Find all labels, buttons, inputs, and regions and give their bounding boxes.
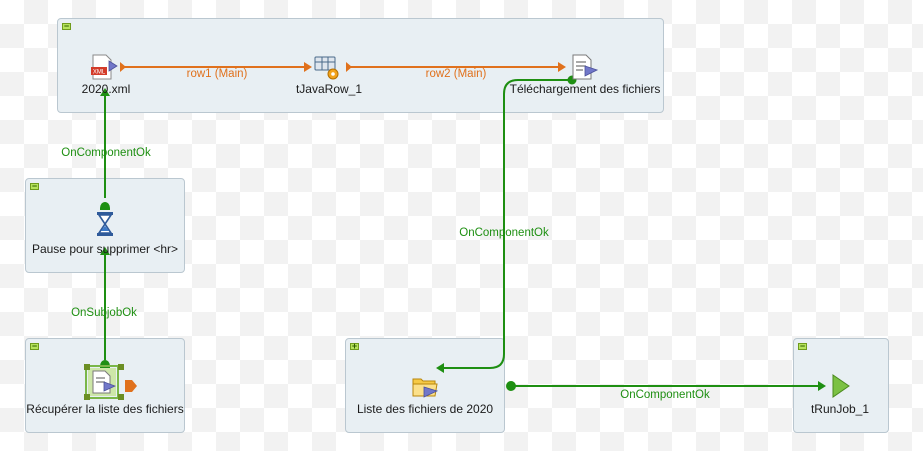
oncomponentok-link-liste-runjob[interactable]: [506, 381, 826, 391]
xml-file-icon: XML: [91, 54, 118, 80]
oncomponentok-link-liste-telechargement[interactable]: [436, 75, 577, 374]
recuperer-component[interactable]: [85, 365, 119, 399]
row2-link-label: row2 (Main): [425, 68, 487, 80]
java-row-component[interactable]: [313, 53, 341, 81]
liste-label: Liste des fichiers de 2020: [356, 402, 494, 416]
oncomponentok-xml-label: OnComponentOk: [61, 147, 151, 159]
liste-component[interactable]: [411, 372, 439, 400]
selection-handle[interactable]: [118, 364, 124, 370]
pause-component[interactable]: [91, 210, 119, 238]
output-connector-icon[interactable]: [125, 379, 137, 392]
oncomponentok-telechargement-label: OnComponentOk: [459, 227, 549, 239]
run-job-component[interactable]: [827, 372, 855, 400]
subjob-collapse-toggle[interactable]: −: [30, 181, 39, 191]
onsubjobok-link-recuperer-pause[interactable]: [100, 247, 110, 368]
row2-main-link[interactable]: [346, 62, 566, 72]
file-download-icon: [572, 54, 598, 80]
run-job-icon: [832, 374, 850, 398]
run-job-label: tRunJob_1: [810, 402, 870, 416]
subjob-collapse-toggle[interactable]: −: [798, 341, 807, 351]
subjob-expand-toggle[interactable]: +: [350, 341, 359, 351]
telechargement-component[interactable]: [570, 53, 598, 81]
row1-link-label: row1 (Main): [186, 68, 248, 80]
java-row-label: tJavaRow_1: [295, 82, 363, 96]
oncomponentok-runjob-label: OnComponentOk: [620, 389, 710, 401]
recuperer-label: Récupérer la liste des fichiers: [26, 402, 184, 416]
svg-text:XML: XML: [93, 70, 106, 76]
subjob-collapse-toggle[interactable]: −: [30, 341, 39, 351]
selection-handle[interactable]: [84, 364, 90, 370]
xml-input-component[interactable]: XML: [90, 53, 118, 81]
hourglass-icon: [97, 212, 113, 236]
onsubjobok-label: OnSubjobOk: [71, 307, 137, 319]
java-row-icon: [314, 56, 339, 80]
telechargement-label: Téléchargement des fichiers: [509, 82, 661, 96]
pause-label: Pause pour supprimer <hr>: [31, 242, 179, 256]
folder-list-icon: [412, 378, 439, 398]
selection-handle[interactable]: [84, 394, 90, 400]
selection-handle[interactable]: [118, 394, 124, 400]
subjob-collapse-toggle[interactable]: −: [62, 21, 71, 31]
row1-main-link[interactable]: [120, 62, 312, 72]
file-list-icon: [88, 368, 116, 396]
oncomponentok-link-pause-xml[interactable]: [100, 88, 110, 210]
xml-input-label: 2020.xml: [81, 82, 131, 96]
